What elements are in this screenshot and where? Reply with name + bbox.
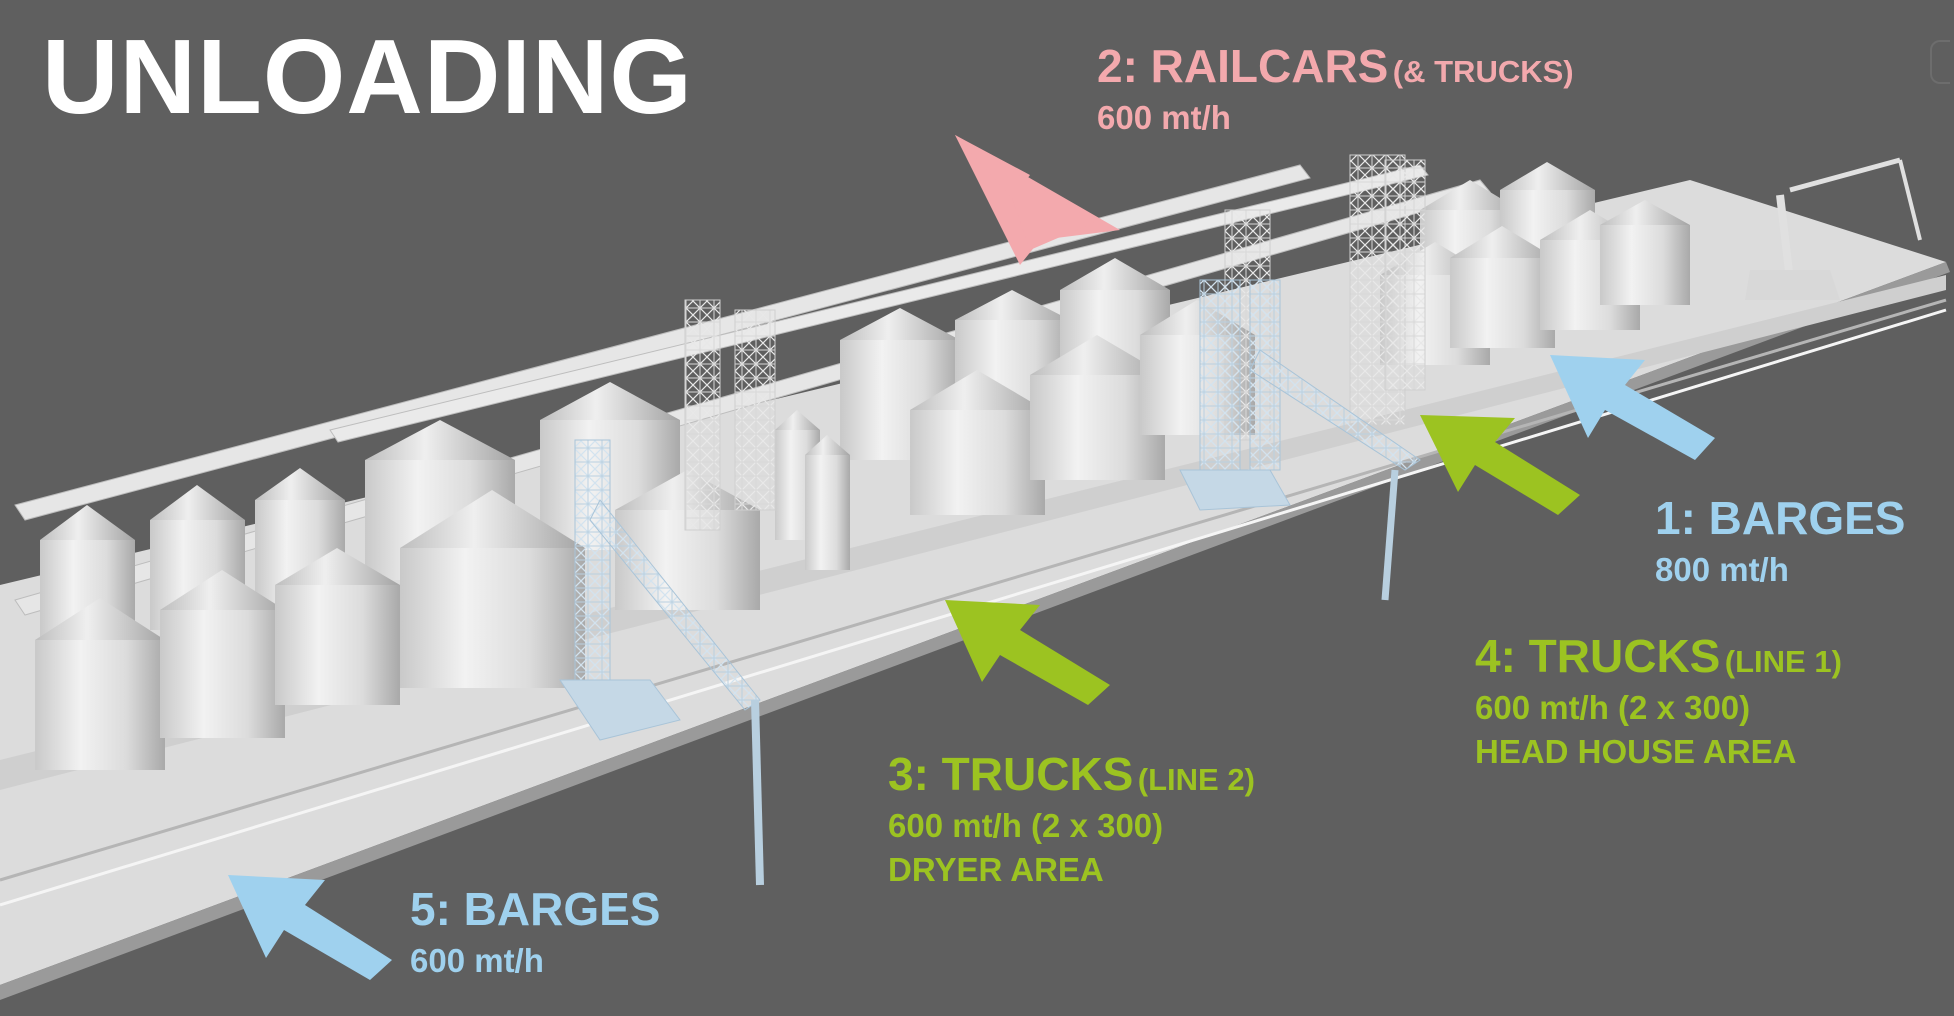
barges-1-arrow bbox=[1550, 355, 1715, 460]
barges-1-rate: 800 mt/h bbox=[1655, 550, 1789, 588]
railcars-paren: (& TRUCKS) bbox=[1392, 54, 1574, 89]
trucks-line2-paren: (LINE 2) bbox=[1137, 762, 1255, 797]
trucks-line2-arrow bbox=[945, 600, 1110, 705]
trucks-line1-paren: (LINE 1) bbox=[1724, 644, 1842, 679]
trucks-line1-heading: 4: TRUCKS bbox=[1475, 630, 1721, 682]
railcars-arrow bbox=[955, 135, 1120, 265]
trucks-line1-rate: 600 mt/h (2 x 300) bbox=[1475, 688, 1751, 726]
railcars-label: 2: RAILCARS (& TRUCKS) 600 mt/h bbox=[1097, 40, 1574, 137]
trucks-line1-label: 4: TRUCKS (LINE 1) 600 mt/h (2 x 300) HE… bbox=[1475, 630, 1842, 771]
barges-5-arrow bbox=[228, 875, 392, 980]
barges-5-heading: 5: BARGES bbox=[410, 883, 661, 935]
trucks-line1-arrow bbox=[1420, 415, 1580, 515]
trucks-line2-label: 3: TRUCKS (LINE 2) 600 mt/h (2 x 300) DR… bbox=[888, 748, 1255, 889]
barges-1-heading: 1: BARGES bbox=[1655, 492, 1906, 544]
trucks-line1-area: HEAD HOUSE AREA bbox=[1475, 732, 1797, 770]
trucks-line2-heading: 3: TRUCKS bbox=[888, 748, 1134, 800]
barges-5-rate: 600 mt/h bbox=[410, 941, 544, 979]
corner-mark bbox=[1930, 40, 1950, 84]
barges-5-label: 5: BARGES 600 mt/h bbox=[410, 883, 660, 980]
trucks-line2-rate: 600 mt/h (2 x 300) bbox=[888, 806, 1164, 844]
barges-1-label: 1: BARGES 800 mt/h bbox=[1655, 492, 1905, 589]
shiploader-cranes bbox=[559, 279, 1421, 886]
railcars-rate: 600 mt/h bbox=[1097, 98, 1231, 136]
barge-unloader-crane bbox=[1745, 157, 1922, 300]
trucks-line2-area: DRYER AREA bbox=[888, 850, 1104, 888]
page-title: UNLOADING bbox=[42, 18, 693, 136]
railcars-heading: 2: RAILCARS bbox=[1097, 40, 1389, 92]
